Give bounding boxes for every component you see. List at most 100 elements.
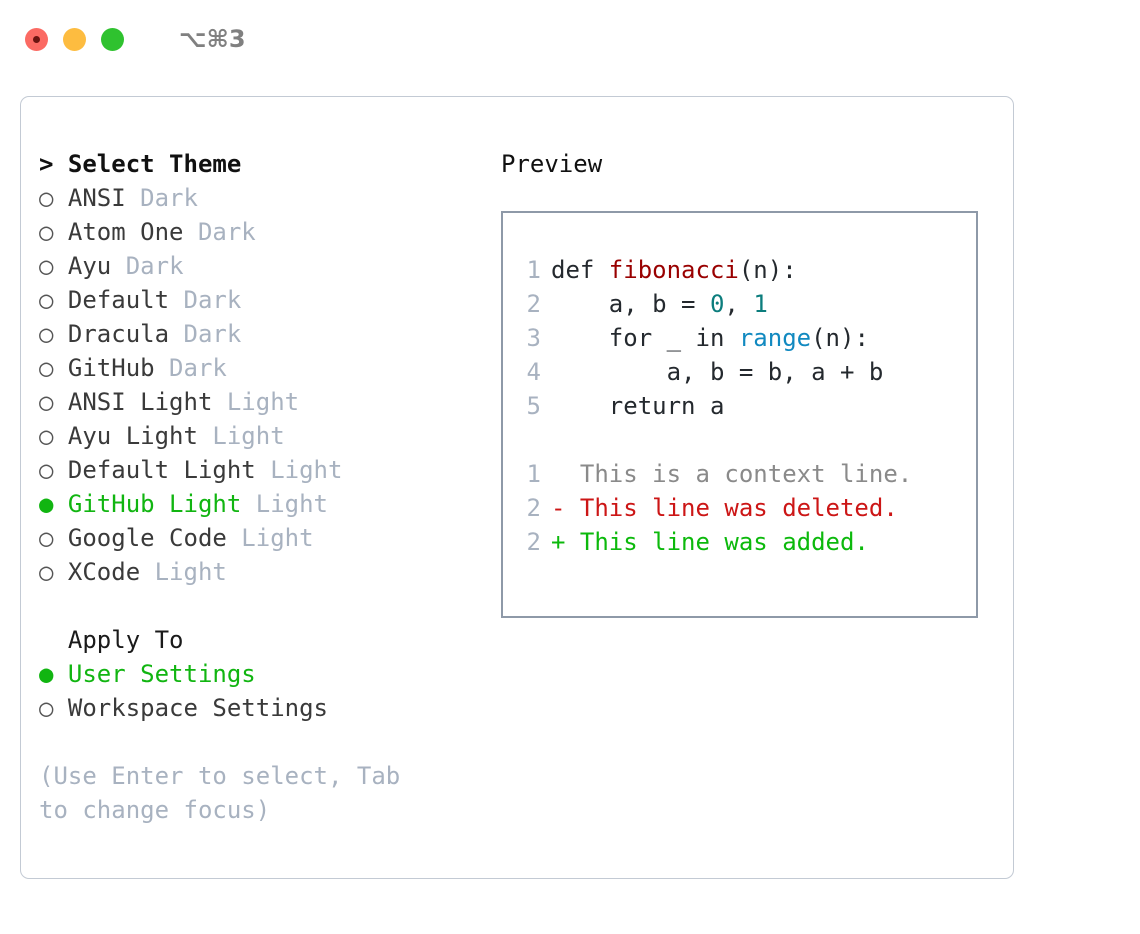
radio-unselected-icon: ○ xyxy=(39,320,68,348)
theme-variant-label: Light xyxy=(226,524,314,552)
theme-list-item[interactable]: ○ Dracula Dark xyxy=(39,317,501,351)
theme-variant-label: Dark xyxy=(183,218,256,246)
theme-name-label: Default xyxy=(67,286,170,314)
radio-unselected-icon: ○ xyxy=(39,524,68,552)
theme-variant-label: Light xyxy=(241,490,328,518)
code-token-plain: a, b = xyxy=(551,290,710,318)
preview-header: Preview xyxy=(501,150,603,178)
line-number: 3 xyxy=(526,324,541,352)
line-number: 2 xyxy=(526,494,541,522)
line-number: 5 xyxy=(526,392,541,420)
theme-name-label: Ayu xyxy=(67,252,112,280)
radio-unselected-icon: ○ xyxy=(39,388,68,416)
apply-to-list: ● User Settings○ Workspace Settings xyxy=(39,657,501,725)
main-panel: > Select Theme ○ ANSI Dark○ Atom One Dar… xyxy=(20,96,1014,879)
diff-text: + This line was added. xyxy=(551,528,869,556)
theme-list-item[interactable]: ○ XCode Light xyxy=(39,555,501,589)
hint-spacer xyxy=(39,725,501,759)
theme-list-item[interactable]: ○ ANSI Dark xyxy=(39,181,501,215)
radio-selected-icon: ● xyxy=(39,490,68,518)
code-token-plain: a, b = b, a + b xyxy=(551,358,884,386)
code-token-num: 1 xyxy=(753,290,768,318)
theme-list-item[interactable]: ○ Default Light Light xyxy=(39,453,501,487)
radio-unselected-icon: ○ xyxy=(39,286,68,314)
theme-list-item[interactable]: ○ ANSI Light Light xyxy=(39,385,501,419)
theme-name-label: GitHub Light xyxy=(67,490,242,518)
diff-line-ctx: 1 This is a context line. xyxy=(515,457,976,491)
theme-list-item[interactable]: ○ Google Code Light xyxy=(39,521,501,555)
radio-unselected-icon: ○ xyxy=(39,354,68,382)
list-spacer xyxy=(39,589,501,623)
code-token-plain: (n): xyxy=(811,324,869,352)
radio-selected-icon: ● xyxy=(39,660,68,688)
close-button[interactable] xyxy=(25,27,48,51)
theme-list-item[interactable]: ○ Ayu Dark xyxy=(39,249,501,283)
theme-variant-label: Dark xyxy=(125,184,198,212)
theme-variant-label: Light xyxy=(197,422,285,450)
apply-to-label: Workspace Settings xyxy=(67,694,328,722)
window-controls xyxy=(25,27,124,51)
theme-selection-column: > Select Theme ○ ANSI Dark○ Atom One Dar… xyxy=(39,147,501,827)
code-token-kw: def xyxy=(551,256,609,284)
keyboard-hint-text: (Use Enter to select, Tab to change focu… xyxy=(39,762,415,824)
radio-unselected-icon: ○ xyxy=(39,694,68,722)
code-token-fn: fibonacci xyxy=(608,256,739,284)
code-line: 5 return a xyxy=(515,389,976,423)
theme-name-label: XCode xyxy=(67,558,141,586)
theme-variant-label: Light xyxy=(255,456,343,484)
code-line: 3 for _ in range(n): xyxy=(515,321,976,355)
code-line: 4 a, b = b, a + b xyxy=(515,355,976,389)
window-titlebar: ⌥⌘3 xyxy=(0,0,1140,78)
apply-to-item[interactable]: ○ Workspace Settings xyxy=(39,691,501,725)
theme-name-label: ANSI Light xyxy=(67,388,213,416)
diff-line-add: 2 + This line was added. xyxy=(515,525,976,559)
apply-to-label: User Settings xyxy=(67,660,256,688)
theme-list-item[interactable]: ● GitHub Light Light xyxy=(39,487,501,521)
radio-unselected-icon: ○ xyxy=(39,184,68,212)
diff-sample: 1 This is a context line. 2 - This line wa… xyxy=(515,457,976,559)
preview-gap xyxy=(515,423,976,457)
theme-list-item[interactable]: ○ GitHub Dark xyxy=(39,351,501,385)
theme-name-label: Atom One xyxy=(67,218,184,246)
code-token-plain: for _ in xyxy=(551,324,739,352)
theme-variant-label: Light xyxy=(140,558,227,586)
theme-variant-label: Dark xyxy=(169,320,242,348)
theme-name-label: Dracula xyxy=(67,320,170,348)
theme-list-item[interactable]: ○ Default Dark xyxy=(39,283,501,317)
theme-list-item[interactable]: ○ Ayu Light Light xyxy=(39,419,501,453)
select-theme-header: > Select Theme xyxy=(39,150,242,178)
zoom-button[interactable] xyxy=(101,27,124,51)
theme-name-label: Ayu Light xyxy=(67,422,198,450)
line-number: 2 xyxy=(526,290,541,318)
theme-name-label: ANSI xyxy=(67,184,126,212)
panel-columns: > Select Theme ○ ANSI Dark○ Atom One Dar… xyxy=(21,97,1013,827)
line-number: 2 xyxy=(526,528,541,556)
diff-text: This is a context line. xyxy=(551,460,913,488)
radio-unselected-icon: ○ xyxy=(39,218,68,246)
minimize-button[interactable] xyxy=(63,27,86,51)
theme-variant-label: Dark xyxy=(111,252,184,280)
diff-line-del: 2 - This line was deleted. xyxy=(515,491,976,525)
radio-unselected-icon: ○ xyxy=(39,252,68,280)
keyboard-shortcut-label: ⌥⌘3 xyxy=(179,25,246,53)
code-token-plain: , xyxy=(724,290,754,318)
code-token-plain: return a xyxy=(551,392,725,420)
theme-name-label: Default Light xyxy=(67,456,256,484)
line-number: 4 xyxy=(526,358,541,386)
radio-unselected-icon: ○ xyxy=(39,422,68,450)
code-token-plain: (n): xyxy=(738,256,797,284)
radio-unselected-icon: ○ xyxy=(39,456,68,484)
line-number: 1 xyxy=(526,460,541,488)
code-token-builtin: range xyxy=(738,324,812,352)
apply-to-item[interactable]: ● User Settings xyxy=(39,657,501,691)
code-token-num: 0 xyxy=(709,290,725,318)
theme-variant-label: Dark xyxy=(154,354,227,382)
theme-list-item[interactable]: ○ Atom One Dark xyxy=(39,215,501,249)
apply-to-header: Apply To xyxy=(39,626,184,654)
diff-text: - This line was deleted. xyxy=(551,494,898,522)
radio-unselected-icon: ○ xyxy=(39,558,68,586)
